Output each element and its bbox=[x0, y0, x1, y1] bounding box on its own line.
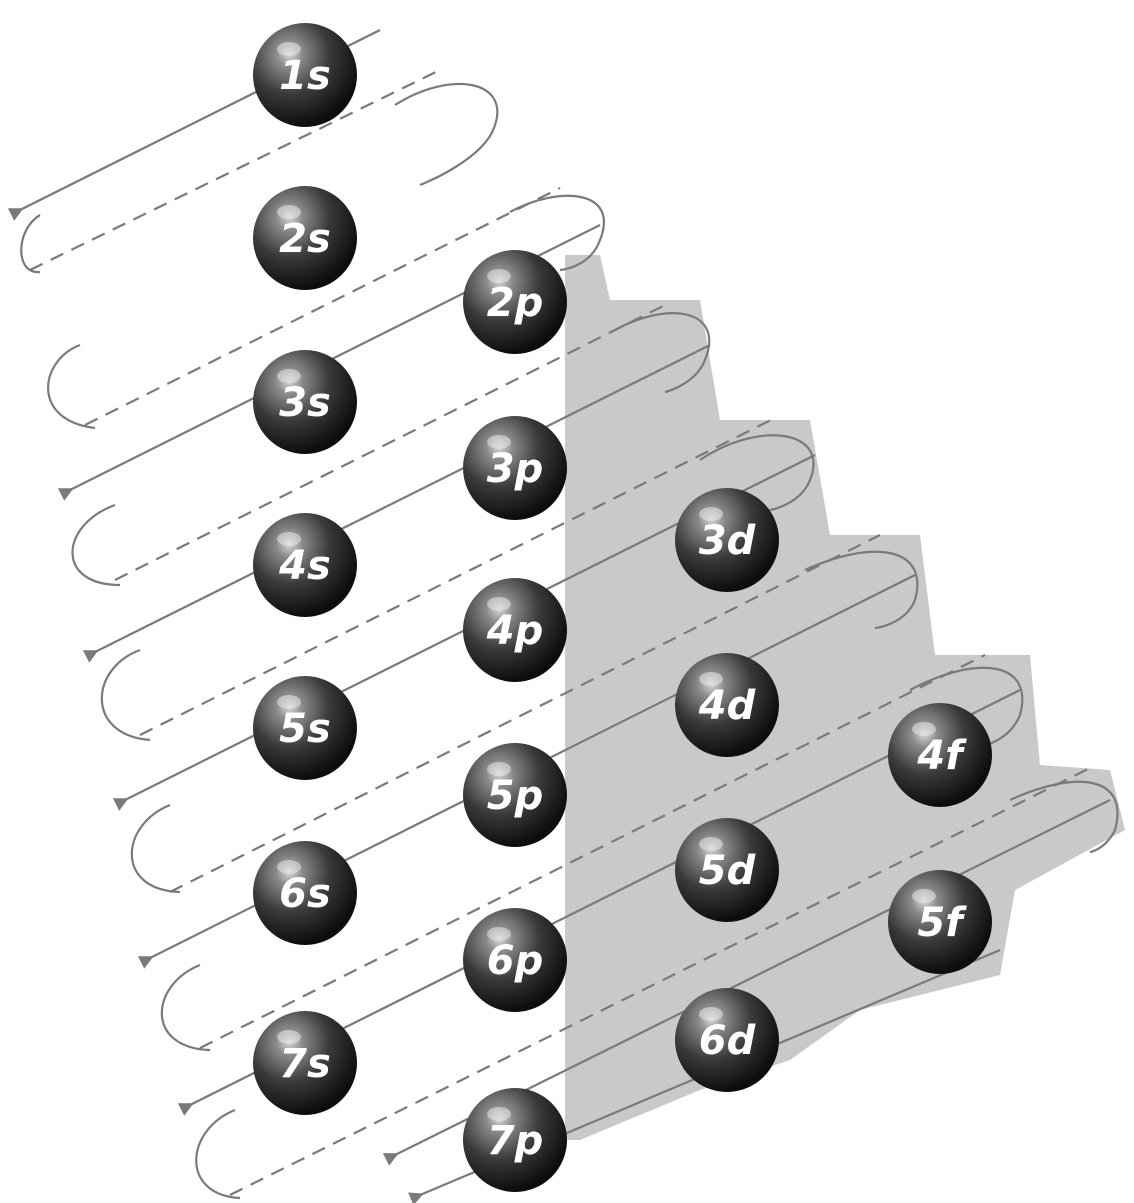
orbital-label: 5d bbox=[699, 848, 756, 894]
orbital-5s: 5s bbox=[253, 676, 357, 780]
orbital-3p: 3p bbox=[463, 416, 567, 520]
orbital-label: 2s bbox=[279, 216, 331, 262]
right-loop-1 bbox=[395, 84, 497, 185]
orbital-4d: 4d bbox=[675, 653, 779, 757]
orbital-label: 4p bbox=[486, 608, 543, 654]
left-loop-1 bbox=[48, 345, 95, 428]
orbital-5f: 5f bbox=[888, 870, 992, 974]
orbital-3d: 3d bbox=[675, 488, 779, 592]
orbital-label: 1s bbox=[279, 53, 331, 99]
dashed-return-1 bbox=[30, 70, 440, 270]
orbital-5p: 5p bbox=[463, 743, 567, 847]
orbital-4s: 4s bbox=[253, 513, 357, 617]
orbital-label: 6s bbox=[279, 871, 331, 917]
left-loop-7 bbox=[21, 215, 40, 272]
orbital-1s: 1s bbox=[253, 23, 357, 127]
orbital-label: 7s bbox=[279, 1041, 331, 1087]
orbital-label: 7p bbox=[487, 1118, 543, 1164]
orbital-label: 5f bbox=[917, 900, 967, 946]
orbital-6s: 6s bbox=[253, 841, 357, 945]
left-loop-5 bbox=[162, 965, 210, 1050]
orbital-label: 3s bbox=[279, 380, 331, 426]
shaded-region bbox=[565, 255, 1125, 1140]
orbital-6p: 6p bbox=[463, 908, 567, 1012]
orbital-7s: 7s bbox=[253, 1011, 357, 1115]
left-loop-3 bbox=[102, 650, 150, 740]
orbital-4f: 4f bbox=[888, 703, 992, 807]
orbital-label: 5s bbox=[279, 706, 331, 752]
orbital-label: 2p bbox=[487, 280, 543, 326]
orbital-label: 3d bbox=[699, 518, 756, 564]
orbital-6d: 6d bbox=[675, 988, 779, 1092]
orbital-2p: 2p bbox=[463, 250, 567, 354]
orbital-label: 4s bbox=[278, 543, 331, 589]
orbital-4p: 4p bbox=[463, 578, 567, 682]
orbital-label: 6p bbox=[487, 938, 543, 984]
left-loop-4 bbox=[132, 805, 180, 892]
left-loop-2 bbox=[73, 505, 121, 585]
orbital-label: 3p bbox=[487, 446, 543, 492]
orbital-label: 6d bbox=[699, 1018, 756, 1064]
orbital-label: 4f bbox=[916, 733, 967, 779]
orbital-5d: 5d bbox=[675, 818, 779, 922]
orbital-2s: 2s bbox=[253, 186, 357, 290]
orbital-3s: 3s bbox=[253, 350, 357, 454]
orbital-label: 4d bbox=[698, 683, 756, 729]
orbital-label: 5p bbox=[487, 773, 543, 819]
left-loop-6 bbox=[196, 1110, 240, 1198]
orbital-7p: 7p bbox=[463, 1088, 567, 1192]
